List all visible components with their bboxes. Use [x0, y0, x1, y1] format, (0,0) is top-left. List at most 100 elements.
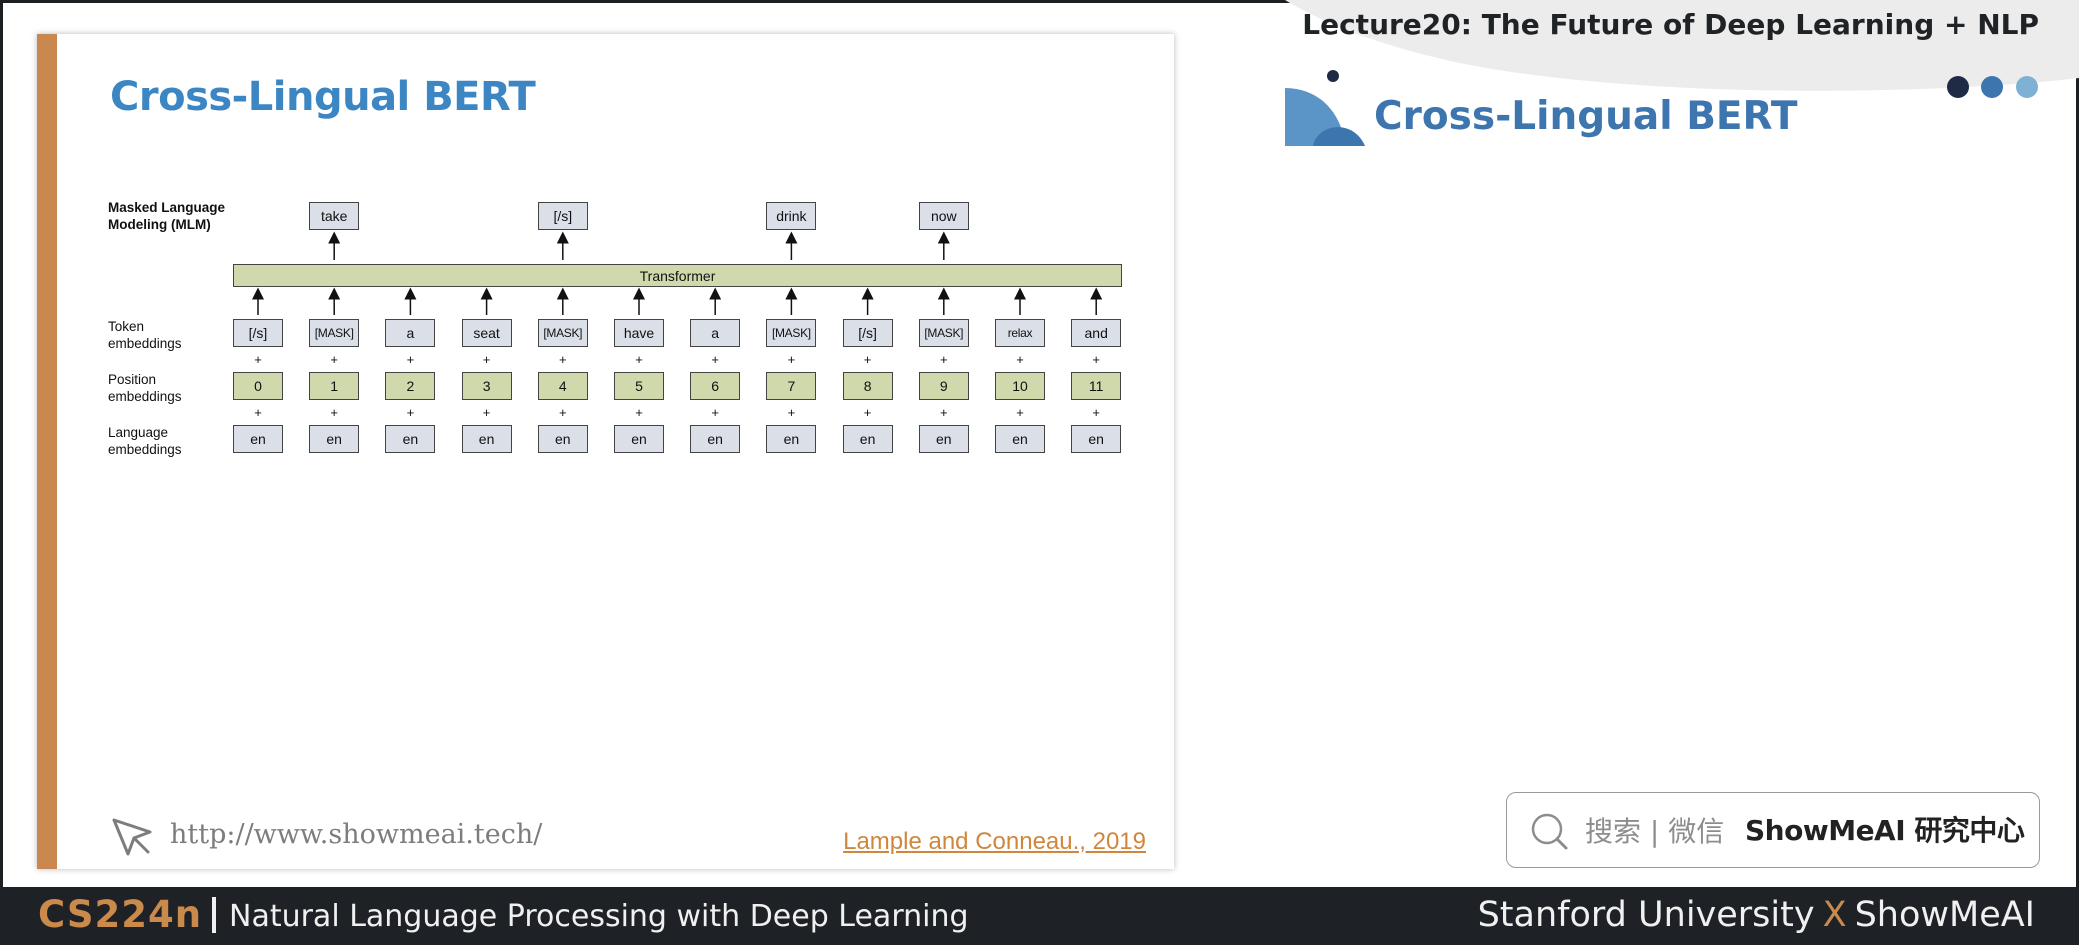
plus-sign: +	[254, 352, 262, 367]
position-embedding-box: 8	[842, 372, 893, 400]
position-embedding-box: 11	[1071, 372, 1122, 400]
language-embedding-box: en	[995, 425, 1045, 453]
plus-sign: +	[330, 405, 338, 420]
language-embedding-box: en	[614, 425, 664, 453]
position-embedding-box: 9	[918, 372, 969, 400]
section-decoration	[1285, 70, 1365, 146]
mlm-label-line2: Modeling (MLM)	[108, 217, 211, 232]
plus-sign: +	[711, 352, 719, 367]
token-embedding-box: [MASK]	[918, 319, 969, 347]
plus-sign: +	[863, 352, 872, 367]
plus-sign: +	[482, 405, 491, 420]
plus-sign: +	[1016, 405, 1024, 420]
mlm-output-box: now	[918, 202, 969, 230]
position-label-line2: embeddings	[108, 389, 182, 404]
token-embedding-box: [/s]	[233, 319, 283, 347]
mlm-label: Masked Language Modeling (MLM)	[108, 199, 225, 233]
plus-sign: +	[711, 405, 719, 420]
language-embedding-box: en	[690, 425, 741, 453]
dot-light	[2016, 76, 2038, 98]
slide-title: Cross-Lingual BERT	[110, 74, 536, 120]
plus-sign: +	[940, 352, 948, 367]
language-label-line2: embeddings	[108, 442, 182, 457]
language-embedding-box: en	[766, 425, 817, 453]
token-embedding-box: [MASK]	[537, 319, 588, 347]
position-embedding-box: 3	[461, 372, 512, 400]
token-embeddings-label: Token embeddings	[108, 318, 182, 352]
token-embedding-box: and	[1071, 319, 1122, 347]
language-embedding-box: en	[918, 425, 969, 453]
token-embedding-box: [MASK]	[309, 319, 360, 347]
plus-sign: +	[1092, 405, 1100, 420]
plus-sign: +	[1016, 352, 1024, 367]
token-embedding-box: a	[385, 319, 436, 347]
language-embedding-box: en	[385, 425, 436, 453]
token-embedding-box: seat	[461, 319, 512, 347]
plus-sign: +	[940, 405, 948, 420]
mlm-output-box: [/s]	[537, 202, 588, 230]
plus-sign: +	[406, 352, 415, 367]
plus-sign: +	[482, 352, 491, 367]
token-embedding-box: a	[690, 319, 741, 347]
token-embedding-box: relax	[995, 319, 1045, 347]
search-brand: ShowMeAI 研究中心	[1745, 814, 2025, 847]
dot-mid	[1981, 76, 2003, 98]
token-embedding-box: have	[614, 319, 664, 347]
partner-showmeai: ShowMeAI	[1854, 895, 2035, 935]
position-embedding-box: 0	[233, 372, 283, 400]
language-embeddings-label: Language embeddings	[108, 424, 182, 458]
search-text: 搜索 | 微信	[1585, 815, 1725, 848]
language-embedding-box: en	[461, 425, 512, 453]
bottom-bar: CS224n Natural Language Processing with …	[0, 887, 2079, 945]
section-title: Cross-Lingual BERT	[1374, 94, 1798, 139]
plus-sign: +	[406, 405, 415, 420]
position-label-line1: Position	[108, 372, 157, 387]
partner-stanford: Stanford University	[1477, 895, 1815, 935]
search-box[interactable]: 搜索 | 微信 ShowMeAI 研究中心	[1506, 792, 2040, 868]
token-embedding-box: [MASK]	[766, 319, 817, 347]
slide-accent-bar	[37, 34, 57, 869]
plus-sign: +	[330, 352, 338, 367]
position-embedding-box: 6	[690, 372, 741, 400]
course-divider	[212, 897, 216, 933]
showmeai-link[interactable]: http://www.showmeai.tech/	[170, 819, 543, 850]
citation-link[interactable]: Lample and Conneau., 2019	[843, 828, 1146, 855]
position-embedding-box: 5	[614, 372, 664, 400]
mlm-output-box: drink	[766, 202, 817, 230]
plus-sign: +	[635, 405, 643, 420]
partner-x: X	[1822, 895, 1847, 935]
plus-sign: +	[787, 405, 796, 420]
lecture-title: Lecture20: The Future of Deep Learning +…	[1302, 8, 2039, 41]
language-embedding-box: en	[1071, 425, 1122, 453]
arrow-layer	[252, 231, 1103, 315]
position-embedding-box: 1	[309, 372, 360, 400]
position-embeddings-label: Position embeddings	[108, 371, 182, 405]
token-label-line2: embeddings	[108, 336, 182, 351]
mlm-output-box: take	[309, 202, 360, 230]
header-swoosh	[1285, 0, 2079, 91]
language-embedding-box: en	[309, 425, 360, 453]
dot-dark	[1947, 76, 1969, 98]
position-embedding-box: 7	[766, 372, 817, 400]
course-code: CS224n	[38, 893, 203, 936]
plus-sign: +	[559, 405, 567, 420]
language-embedding-box: en	[233, 425, 283, 453]
cursor-icon	[112, 818, 152, 856]
plus-sign: +	[787, 352, 796, 367]
plus-sign: +	[635, 352, 643, 367]
position-embedding-box: 4	[537, 372, 588, 400]
slide-card: Cross-Lingual BERT Masked Language Model…	[37, 34, 1174, 869]
language-embedding-box: en	[537, 425, 588, 453]
token-embedding-box: [/s]	[842, 319, 893, 347]
token-label-line1: Token	[108, 319, 145, 334]
position-embedding-box: 2	[385, 372, 436, 400]
transformer-block: Transformer	[233, 264, 1122, 287]
plus-sign: +	[559, 352, 567, 367]
course-name: Natural Language Processing with Deep Le…	[229, 899, 969, 934]
mlm-label-line1: Masked Language	[108, 200, 226, 215]
search-icon	[1531, 813, 1568, 850]
xlm-figure: Masked Language Modeling (MLM) Token emb…	[37, 34, 1174, 869]
plus-sign: +	[863, 405, 872, 420]
plus-sign: +	[254, 405, 262, 420]
